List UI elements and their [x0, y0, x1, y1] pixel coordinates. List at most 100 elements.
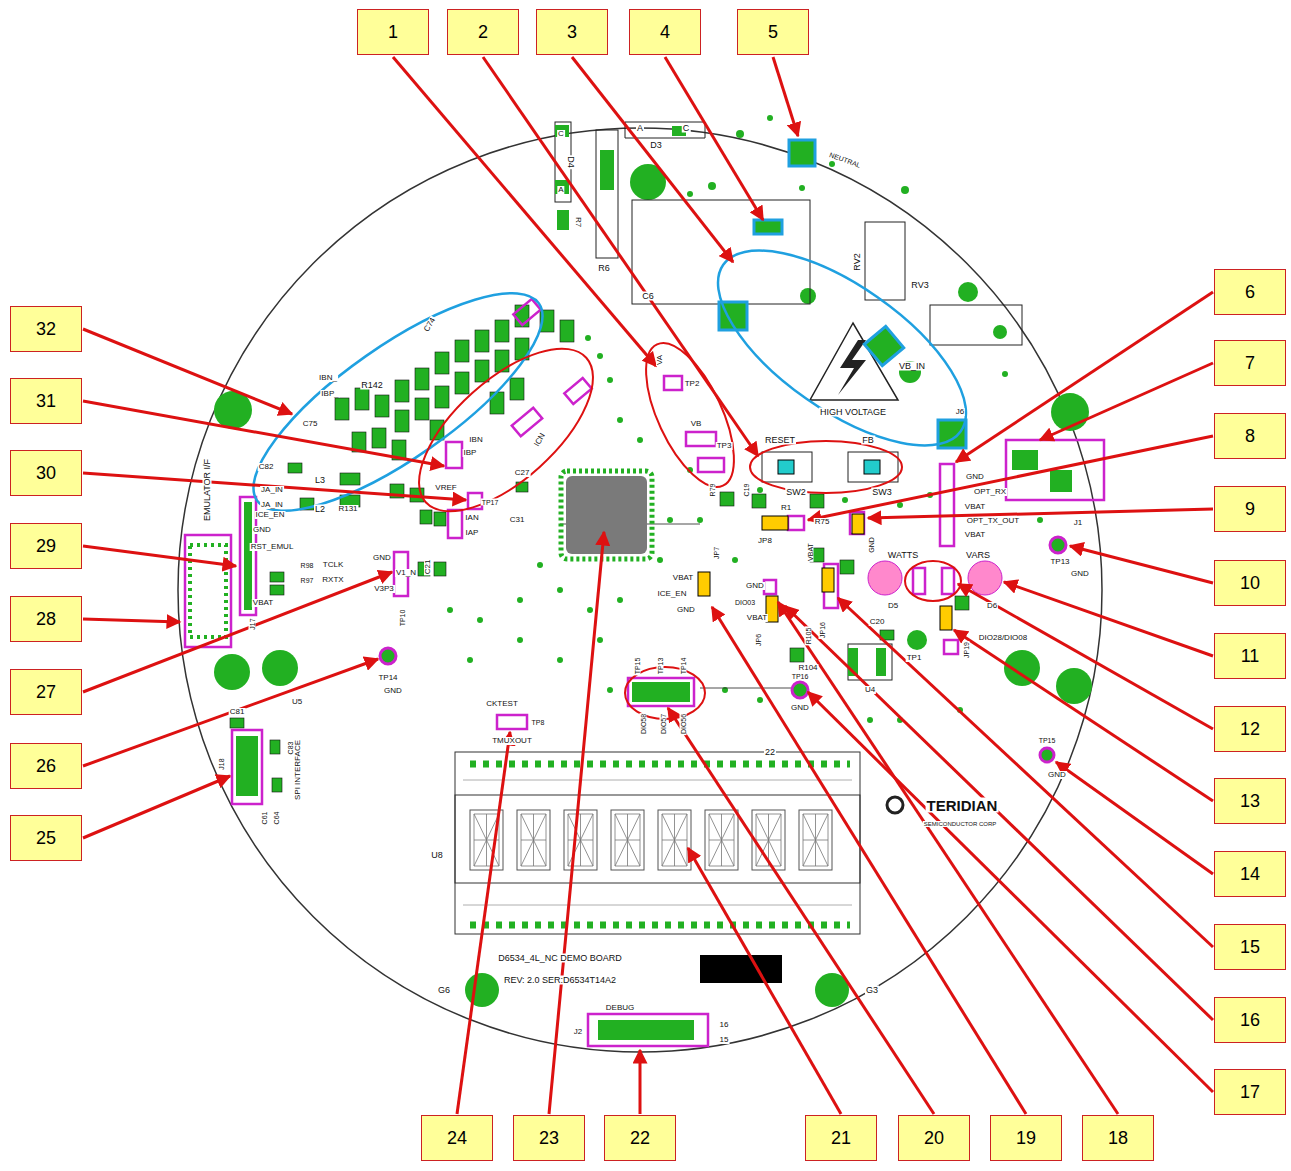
pcb-artwork — [822, 568, 834, 592]
silkscreen-label: CKTEST — [485, 700, 519, 708]
pcb-artwork — [561, 471, 652, 559]
callout-number: 31 — [36, 391, 56, 412]
pcb-artwork — [270, 585, 284, 595]
callout-number: 2 — [478, 22, 488, 43]
silkscreen-label: JP6 — [755, 633, 762, 647]
silkscreen-label: 22 — [764, 748, 776, 757]
pcb-artwork — [732, 557, 738, 563]
pcb-artwork — [757, 487, 763, 493]
pcb-artwork — [232, 730, 262, 804]
pcb-artwork — [380, 648, 396, 664]
silkscreen-label: ICE_EN — [255, 511, 286, 519]
silkscreen-label: J18 — [218, 757, 225, 770]
pcb-artwork — [840, 560, 854, 574]
callout-box: 17 — [1214, 1069, 1286, 1115]
callout-number: 11 — [1241, 646, 1260, 667]
silkscreen-label: R98 — [300, 562, 315, 569]
silkscreen-label: GND — [372, 554, 392, 562]
silkscreen-label: ICE_EN — [657, 590, 688, 598]
silkscreen-label: VREF — [434, 484, 457, 492]
pcb-artwork — [705, 810, 738, 870]
silkscreen-label: VBAT — [672, 574, 694, 582]
pcb-artwork — [597, 353, 603, 359]
pcb-artwork — [435, 386, 449, 408]
callout-box: 32 — [10, 306, 82, 352]
silkscreen-label: R97 — [300, 577, 315, 584]
silkscreen-label: D5 — [887, 602, 899, 610]
callout-number: 10 — [1240, 573, 1260, 594]
pcb-artwork — [587, 607, 593, 613]
pcb-artwork — [968, 561, 1002, 595]
pcb-artwork — [913, 568, 925, 594]
callout-box: 21 — [805, 1115, 877, 1161]
pcb-artwork — [483, 57, 758, 456]
pcb-artwork — [495, 350, 509, 372]
callout-number: 26 — [36, 756, 56, 777]
silkscreen-label: D3 — [649, 141, 663, 150]
silkscreen-label: V3P3 — [373, 585, 395, 593]
pcb-artwork — [719, 140, 966, 448]
pcb-artwork — [477, 617, 483, 623]
callout-number: 24 — [447, 1128, 467, 1149]
silkscreen-label: C19 — [743, 483, 750, 498]
pcb-artwork — [83, 401, 444, 466]
silkscreen-label: DIO03 — [734, 599, 756, 606]
pcb-artwork — [83, 57, 1213, 1114]
pcb-artwork — [513, 299, 540, 325]
callout-number: 21 — [831, 1128, 851, 1149]
pcb-artwork — [549, 532, 604, 1114]
pcb-artwork — [1004, 582, 1213, 656]
silkscreen-label: TP2 — [684, 380, 701, 388]
pcb-artwork — [572, 57, 733, 262]
pcb-artwork — [1037, 517, 1043, 523]
pcb-artwork — [455, 372, 469, 394]
pcb-artwork — [942, 568, 954, 594]
callout-box: 26 — [10, 743, 82, 789]
pcb-artwork — [810, 494, 824, 508]
callout-number: 5 — [768, 22, 778, 43]
pcb-artwork — [720, 492, 734, 506]
silkscreen-label: VBAT — [964, 503, 986, 511]
pcb-artwork — [907, 630, 927, 650]
pcb-artwork — [557, 657, 563, 663]
silkscreen-label: G3 — [865, 986, 879, 995]
silkscreen-label: JP7 — [713, 546, 720, 560]
silkscreen-label: DIO58 — [640, 713, 647, 735]
silkscreen-label: REV: 2.0 SER:D6534T14A2 — [503, 976, 617, 985]
silkscreen-label: GND — [252, 526, 272, 534]
callout-number: 27 — [36, 682, 56, 703]
pcb-artwork — [83, 776, 230, 838]
silkscreen-label: VBAT — [807, 542, 814, 562]
callout-number: 19 — [1016, 1128, 1036, 1149]
pcb-artwork — [517, 810, 550, 870]
pcb-artwork — [637, 437, 643, 443]
silkscreen-label: C83 — [287, 741, 294, 756]
pcb-artwork — [448, 510, 462, 538]
pcb-artwork — [434, 512, 446, 526]
silkscreen-label: VARS — [965, 551, 991, 560]
pcb-artwork — [944, 640, 958, 654]
pcb-artwork — [380, 537, 1066, 762]
callout-number: 7 — [1245, 353, 1255, 374]
callout-box: 11 — [1214, 633, 1286, 679]
pcb-artwork — [762, 516, 788, 530]
pcb-artwork — [686, 432, 716, 446]
silkscreen-label: FB — [861, 436, 875, 445]
pcb-artwork — [700, 955, 782, 983]
pcb-artwork — [799, 185, 805, 191]
silkscreen-label: C6 — [641, 292, 655, 301]
pcb-artwork — [467, 657, 473, 663]
pcb-artwork — [335, 398, 349, 420]
pcb-artwork — [698, 458, 724, 472]
silkscreen-label: RXTX — [321, 576, 344, 584]
silkscreen-label: VA — [656, 354, 664, 366]
silkscreen-label: TP8 — [531, 719, 546, 726]
pcb-artwork — [83, 329, 292, 414]
silkscreen-label: VB_IN — [898, 362, 926, 371]
callout-box: 19 — [990, 1115, 1062, 1161]
silkscreen-label: G6 — [437, 986, 451, 995]
callout-box: 29 — [10, 523, 82, 569]
silkscreen-label: U4 — [864, 686, 876, 694]
pcb-artwork — [698, 514, 952, 630]
silkscreen-label: 16 — [719, 1021, 730, 1029]
